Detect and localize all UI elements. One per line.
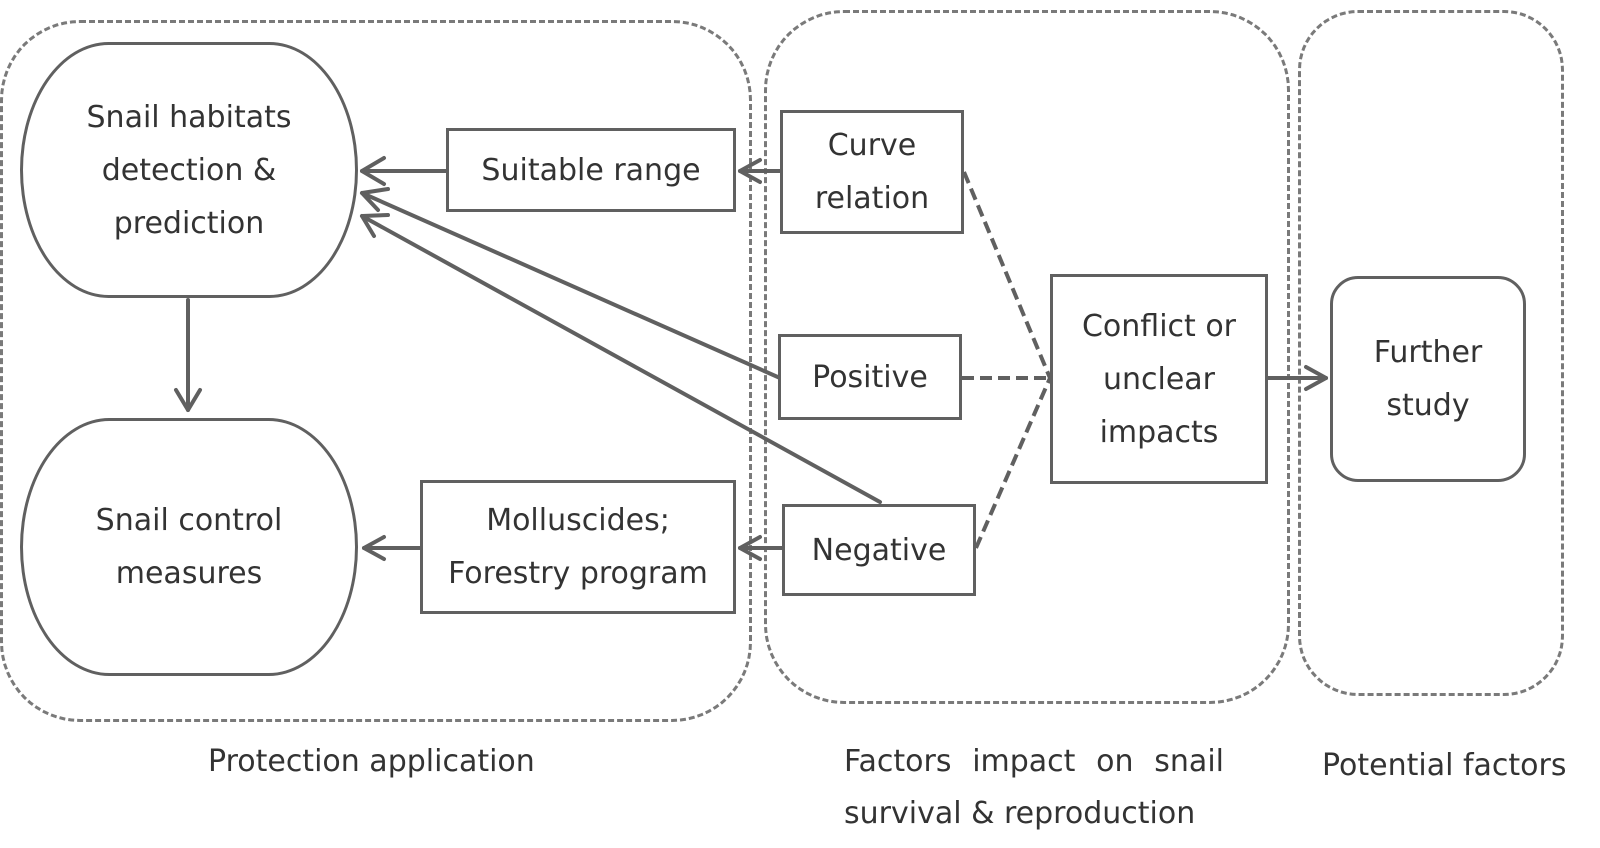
node-snail-control: Snail control measures (20, 418, 358, 676)
dashed-negative-to-conflict (974, 377, 1052, 549)
arrow-positive-to-habitats (360, 191, 782, 380)
node-curve-relation: Curve relation (780, 110, 964, 234)
caption-factors-impact: Factors impact on snail survival & repro… (844, 744, 1224, 831)
arrowhead-suitable-to-habitats (360, 156, 386, 186)
node-snail-control-label: Snail control measures (95, 503, 283, 591)
arrowhead-habitats-to-control (174, 388, 202, 412)
arrowhead-curve-to-suitable (738, 158, 762, 184)
node-negative: Negative (782, 504, 976, 596)
group-potential-factors (1298, 10, 1564, 696)
caption-protection-application: Protection application (208, 744, 535, 779)
arrowhead-negative-to-molluscides (738, 535, 762, 561)
node-snail-habitats: Snail habitats detection & prediction (20, 42, 358, 298)
arrowhead-molluscides-to-control (362, 535, 386, 561)
node-positive: Positive (778, 334, 962, 420)
node-molluscides: Molluscides; Forestry program (420, 480, 736, 614)
node-suitable-range: Suitable range (446, 128, 736, 212)
node-conflict-label: Conflict or unclear impacts (1081, 308, 1237, 450)
node-positive-label: Positive (812, 359, 928, 395)
node-conflict: Conflict or unclear impacts (1050, 274, 1268, 484)
node-snail-habitats-label: Snail habitats detection & prediction (86, 99, 292, 241)
node-molluscides-label: Molluscides; Forestry program (448, 503, 708, 591)
node-further-study-label: Further study (1373, 335, 1483, 423)
node-curve-relation-label: Curve relation (814, 128, 930, 216)
dashed-curve-to-conflict (962, 171, 1052, 379)
arrow-negative-to-habitats (360, 214, 882, 504)
node-negative-label: Negative (811, 532, 947, 568)
group-protection-application (0, 20, 752, 722)
node-further-study: Further study (1330, 276, 1526, 482)
group-factors-impact (764, 10, 1290, 704)
caption-potential-factors: Potential factors (1322, 748, 1567, 783)
arrowhead-conflict-to-further (1304, 365, 1328, 391)
node-suitable-range-label: Suitable range (481, 152, 701, 188)
arrowhead-positive-to-habitats (360, 187, 390, 212)
arrowhead-negative-to-habitats (360, 213, 390, 238)
